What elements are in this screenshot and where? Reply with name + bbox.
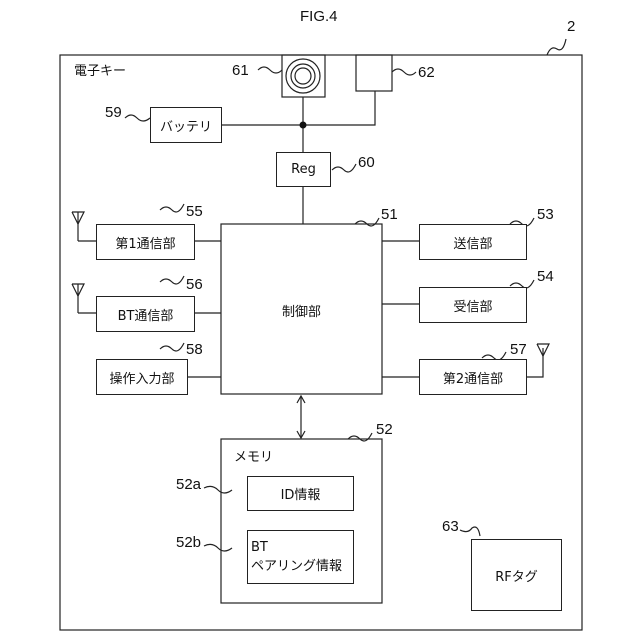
leader-55 bbox=[160, 204, 184, 212]
coil-ring-inner bbox=[295, 68, 311, 84]
ref-63: 63 bbox=[442, 518, 459, 535]
id-info-block: ID情報 bbox=[247, 476, 354, 511]
leader-63 bbox=[460, 527, 480, 536]
ref-2: 2 bbox=[567, 18, 575, 35]
ref-51: 51 bbox=[381, 206, 398, 223]
ref-60: 60 bbox=[358, 154, 375, 171]
input-label: 操作入力部 bbox=[109, 368, 174, 387]
leader-56 bbox=[160, 276, 184, 284]
bt-pairing-block: BT ペアリング情報 bbox=[247, 530, 354, 584]
memory-label: メモリ bbox=[234, 446, 273, 465]
figure-title: FIG.4 bbox=[300, 8, 338, 25]
leader-61 bbox=[258, 67, 282, 73]
coil-box bbox=[282, 55, 325, 97]
receiver-block: 受信部 bbox=[419, 287, 527, 323]
component62-box bbox=[356, 55, 392, 91]
ref-52b: 52b bbox=[176, 534, 201, 551]
leader-51 bbox=[355, 218, 379, 226]
ref-56: 56 bbox=[186, 276, 203, 293]
ref-52a: 52a bbox=[176, 476, 201, 493]
ref-62: 62 bbox=[418, 64, 435, 81]
ref-58: 58 bbox=[186, 341, 203, 358]
junction-dot bbox=[300, 122, 307, 129]
comm1-label: 第1通信部 bbox=[115, 233, 175, 252]
leader-2 bbox=[547, 39, 566, 55]
battery-label: バッテリ bbox=[160, 116, 212, 135]
comm2-block: 第2通信部 bbox=[419, 359, 527, 395]
leader-52 bbox=[348, 433, 372, 441]
ref-53: 53 bbox=[537, 206, 554, 223]
input-block: 操作入力部 bbox=[96, 359, 188, 395]
leader-58 bbox=[160, 343, 184, 351]
bt-pairing-label-line1: BT bbox=[251, 540, 268, 555]
leader-62 bbox=[392, 69, 416, 75]
rf-tag-label: RFタグ bbox=[495, 566, 538, 585]
id-info-label: ID情報 bbox=[281, 484, 321, 503]
leader-52a bbox=[204, 486, 232, 493]
device-label: 電子キー bbox=[74, 60, 126, 79]
regulator-block: Reg bbox=[276, 152, 331, 187]
comm2-label: 第2通信部 bbox=[443, 368, 503, 387]
ref-59: 59 bbox=[105, 104, 122, 121]
receiver-label: 受信部 bbox=[453, 296, 492, 315]
ref-57: 57 bbox=[510, 341, 527, 358]
ref-52: 52 bbox=[376, 421, 393, 438]
transmitter-label: 送信部 bbox=[453, 233, 492, 252]
bt-comm-block: BT通信部 bbox=[96, 296, 195, 332]
battery-block: バッテリ bbox=[150, 107, 222, 143]
rf-tag-block: RFタグ bbox=[471, 539, 562, 611]
bt-pairing-label-line2: ペアリング情報 bbox=[251, 555, 342, 574]
regulator-label: Reg bbox=[291, 162, 316, 177]
leader-59 bbox=[125, 115, 150, 121]
comm1-block: 第1通信部 bbox=[96, 224, 195, 260]
ref-54: 54 bbox=[537, 268, 554, 285]
ref-55: 55 bbox=[186, 203, 203, 220]
transmitter-block: 送信部 bbox=[419, 224, 527, 260]
leader-60 bbox=[332, 164, 356, 172]
ref-61: 61 bbox=[232, 62, 249, 79]
leader-52b bbox=[204, 544, 232, 551]
control-label: 制御部 bbox=[282, 301, 321, 320]
bt-comm-label: BT通信部 bbox=[118, 305, 174, 324]
